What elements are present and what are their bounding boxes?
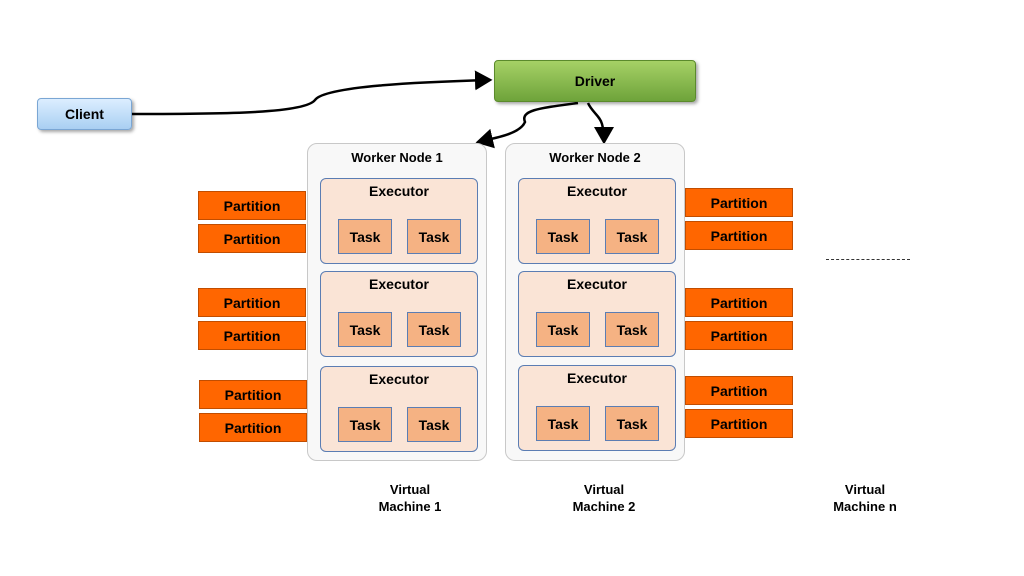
partition-box: Partition [198, 288, 306, 317]
partition-box: Partition [685, 376, 793, 405]
executor-box: Executor Task Task [518, 271, 676, 357]
partition-box: Partition [685, 288, 793, 317]
executor-title: Executor [369, 371, 429, 387]
driver-to-worker1-arrow [475, 101, 579, 149]
executor-box: Executor Task Task [320, 366, 478, 452]
virtual-machine-label: Virtual Machine n [815, 481, 915, 515]
vm-label-line1: Virtual [389, 482, 431, 497]
worker-node-title: Worker Node 2 [549, 150, 641, 165]
task-box: Task [338, 219, 392, 254]
vm-label-line2: Machine n [833, 499, 897, 514]
executor-title: Executor [567, 370, 627, 386]
worker-node-1: Worker Node 1 Executor Task Task Executo… [307, 143, 487, 461]
task-box: Task [407, 312, 461, 347]
driver-to-worker2-arrow [586, 102, 614, 145]
worker-node-title: Worker Node 1 [351, 150, 443, 165]
executor-title: Executor [369, 183, 429, 199]
executor-box: Executor Task Task [320, 271, 478, 357]
virtual-machine-label: Virtual Machine 2 [554, 481, 654, 515]
task-box: Task [338, 312, 392, 347]
more-machines-dashed-line [826, 259, 910, 260]
partition-box: Partition [685, 321, 793, 350]
executor-box: Executor Task Task [518, 365, 676, 451]
task-box: Task [605, 219, 659, 254]
executor-title: Executor [567, 183, 627, 199]
task-box: Task [407, 407, 461, 442]
vm-label-line1: Virtual [844, 482, 886, 497]
driver-label: Driver [574, 73, 616, 89]
partition-box: Partition [198, 321, 306, 350]
executor-title: Executor [567, 276, 627, 292]
partition-box: Partition [685, 188, 793, 217]
executor-box: Executor Task Task [518, 178, 676, 264]
client-to-driver-arrow [131, 70, 493, 116]
vm-label-line2: Machine 1 [378, 499, 442, 514]
client-box: Client [37, 98, 132, 130]
partition-box: Partition [198, 224, 306, 253]
task-box: Task [407, 219, 461, 254]
task-box: Task [536, 219, 590, 254]
virtual-machine-label: Virtual Machine 1 [360, 481, 460, 515]
executor-title: Executor [369, 276, 429, 292]
task-box: Task [536, 406, 590, 441]
partition-box: Partition [685, 221, 793, 250]
task-box: Task [605, 406, 659, 441]
partition-box: Partition [199, 380, 307, 409]
partition-box: Partition [685, 409, 793, 438]
partition-box: Partition [199, 413, 307, 442]
vm-label-line1: Virtual [583, 482, 625, 497]
task-box: Task [536, 312, 590, 347]
client-label: Client [65, 106, 104, 122]
executor-box: Executor Task Task [320, 178, 478, 264]
task-box: Task [338, 407, 392, 442]
partition-box: Partition [198, 191, 306, 220]
task-box: Task [605, 312, 659, 347]
driver-box: Driver [494, 60, 696, 102]
vm-label-line2: Machine 2 [572, 499, 636, 514]
worker-node-2: Worker Node 2 Executor Task Task Executo… [505, 143, 685, 461]
